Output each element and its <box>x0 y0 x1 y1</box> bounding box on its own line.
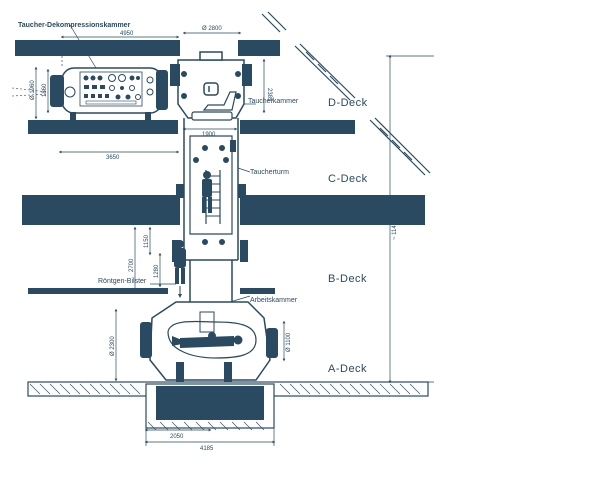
component-labels: Taucher-Dekompressionskammer Taucherkamm… <box>18 22 299 304</box>
dim-2700: 2700 <box>129 258 135 272</box>
label-taucherkammer: Taucherkammer <box>248 98 299 105</box>
dim-2050: 2050 <box>170 434 184 440</box>
hull-lines <box>261 11 431 176</box>
dim-2300: Ø 2300 <box>110 336 116 356</box>
dim-1150: 1150 <box>144 234 150 248</box>
label-a-deck: A-Deck <box>328 363 367 375</box>
decompression-chamber <box>11 67 168 120</box>
dim-1960: Ø 1960 <box>30 80 36 100</box>
diver-figure-b-deck <box>174 240 186 298</box>
label-dekompressionskammer: Taucher-Dekompressionskammer <box>18 22 131 29</box>
dim-4950: 4950 <box>120 31 134 37</box>
deck-slabs <box>15 40 425 294</box>
d-deck-floor-slab-right <box>240 120 355 134</box>
d-deck-top-slab-left <box>15 40 180 56</box>
d-deck-top-slab-right <box>238 40 280 56</box>
label-b-deck: B-Deck <box>328 273 367 285</box>
d-deck-floor-slab-left <box>28 120 178 134</box>
dim-1860: 1860 <box>42 83 48 97</box>
b-deck-slab-right <box>240 288 275 294</box>
dim-4185: 4185 <box>200 446 214 452</box>
dim-3650: 3650 <box>106 155 120 161</box>
diver-tower <box>170 51 252 260</box>
diver-figure-tower <box>202 171 212 213</box>
label-d-deck: D-Deck <box>328 97 368 109</box>
deck-labels: D-Deck C-Deck B-Deck A-Deck <box>328 97 368 375</box>
dim-1280: 1280 <box>154 264 160 278</box>
dimension-lines <box>34 24 434 446</box>
ground <box>27 381 429 431</box>
dim-2385: 2385 <box>266 88 272 102</box>
label-c-deck: C-Deck <box>328 173 368 185</box>
dim-11495: ~ 11495 <box>392 218 398 240</box>
dimension-labels: 4950 Ø 2800 2385 1900 3650 Ø 1960 1860 2… <box>30 26 398 452</box>
c-deck-slab-right <box>240 195 425 225</box>
c-deck-slab-left <box>22 195 180 225</box>
dim-1900: 1900 <box>202 132 216 138</box>
label-roentgen: Röntgen-Bilster <box>98 278 147 285</box>
label-taucherturm: Taucherturm <box>250 169 289 176</box>
dim-2800: Ø 2800 <box>202 26 222 32</box>
dim-1100: Ø 1100 <box>286 332 292 352</box>
b-deck-slab-left <box>28 288 168 294</box>
label-arbeitskammer: Arbeitskammer <box>250 297 298 304</box>
work-chamber <box>140 301 278 382</box>
